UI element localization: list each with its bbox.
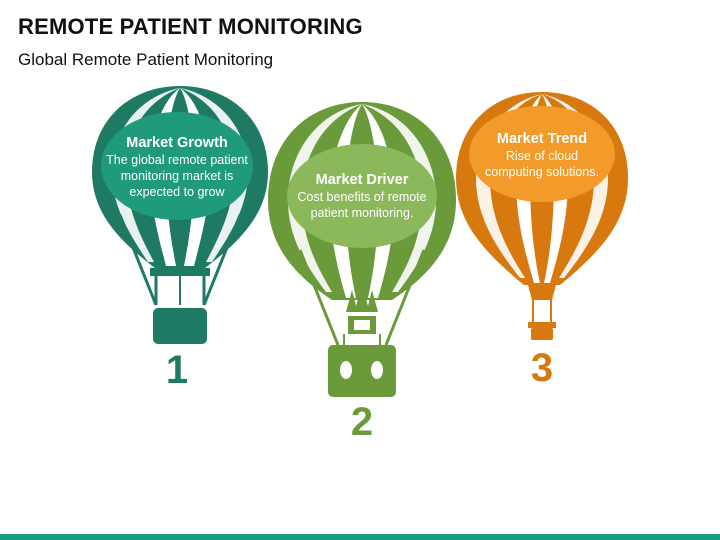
page-title: REMOTE PATIENT MONITORING xyxy=(18,14,363,39)
bubble-2-text: Cost benefits of remote patient monitori… xyxy=(297,190,427,220)
bubble-2-heading: Market Driver xyxy=(315,172,409,188)
bubble-3-shape xyxy=(469,106,615,202)
bubble-1-shape xyxy=(101,112,253,220)
bubble-market-trend: Market Trend Rise of cloud computing sol… xyxy=(482,124,602,186)
bubble-1-text: The global remote patient monitoring mar… xyxy=(106,153,248,199)
page-subtitle: Global Remote Patient Monitoring xyxy=(18,50,274,69)
bubble-market-growth: Market Growth The global remote patient … xyxy=(104,122,250,212)
bubble-3-text: Rise of cloud computing solutions. xyxy=(485,149,599,179)
bubble-1-heading: Market Growth xyxy=(126,135,228,151)
bubble-3-heading: Market Trend xyxy=(496,131,588,147)
bubble-2-shape xyxy=(287,144,437,248)
balloon-2-number: 2 xyxy=(350,400,374,444)
bubble-market-driver: Market Driver Cost benefits of remote pa… xyxy=(296,158,428,234)
balloon-3-number: 3 xyxy=(530,346,554,390)
footer-bar xyxy=(0,534,720,540)
balloon-1-number: 1 xyxy=(165,348,189,392)
